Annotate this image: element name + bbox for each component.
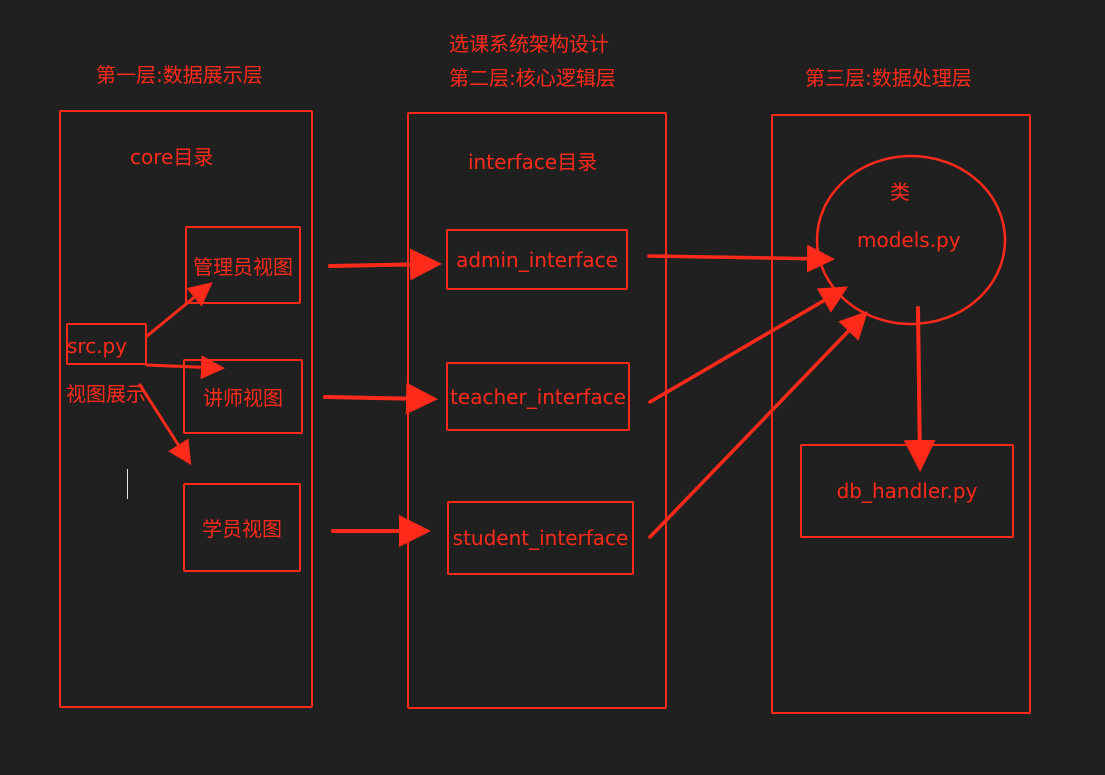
src-view-note: 视图展示 (66, 382, 146, 406)
core-dir-label: core目录 (130, 145, 214, 169)
teacher-view-box: 讲师视图 (183, 359, 303, 434)
layer-1-label: 第一层:数据展示层 (96, 63, 263, 87)
models-py-label: models.py (857, 228, 961, 252)
models-ellipse (815, 154, 1007, 326)
student-view-box: 学员视图 (183, 483, 301, 572)
models-class-label: 类 (890, 180, 910, 204)
arrow-student-interface-to-models (648, 310, 868, 539)
arrow-admin-view-to-interface (328, 248, 442, 281)
data-layer-container (771, 114, 1031, 714)
arrow-src-to-student-view (138, 383, 192, 466)
arrow-admin-interface-to-models (647, 244, 835, 273)
teacher-interface-label: teacher_interface (450, 384, 626, 409)
src-py-label: src.py (67, 334, 128, 358)
src-py-box (66, 323, 147, 365)
layer-2-label: 第二层:核心逻辑层 (449, 66, 616, 90)
arrow-teacher-view-to-interface (323, 382, 438, 415)
teacher-view-label: 讲师视图 (203, 386, 283, 410)
arrow-teacher-interface-to-models (648, 286, 849, 404)
admin-view-box: 管理员视图 (185, 226, 301, 304)
db-handler-label: db_handler.py (836, 479, 978, 503)
teacher-interface-box: teacher_interface (446, 362, 630, 431)
student-interface-box: student_interface (447, 501, 634, 575)
student-interface-label: student_interface (452, 526, 629, 550)
interface-dir-label: interface目录 (468, 150, 598, 174)
admin-interface-label: admin_interface (456, 247, 618, 272)
arrow-src-to-admin-view (145, 282, 213, 338)
text-cursor (127, 469, 128, 499)
arrow-models-to-db-handler (903, 306, 936, 472)
core-layer-container (59, 110, 313, 708)
student-view-label: 学员视图 (202, 517, 282, 541)
diagram-title: 选课系统架构设计 (449, 32, 609, 56)
admin-view-label: 管理员视图 (193, 254, 293, 279)
admin-interface-box: admin_interface (446, 229, 628, 290)
arrow-src-to-teacher-view (145, 355, 225, 380)
layer-3-label: 第三层:数据处理层 (805, 66, 972, 90)
